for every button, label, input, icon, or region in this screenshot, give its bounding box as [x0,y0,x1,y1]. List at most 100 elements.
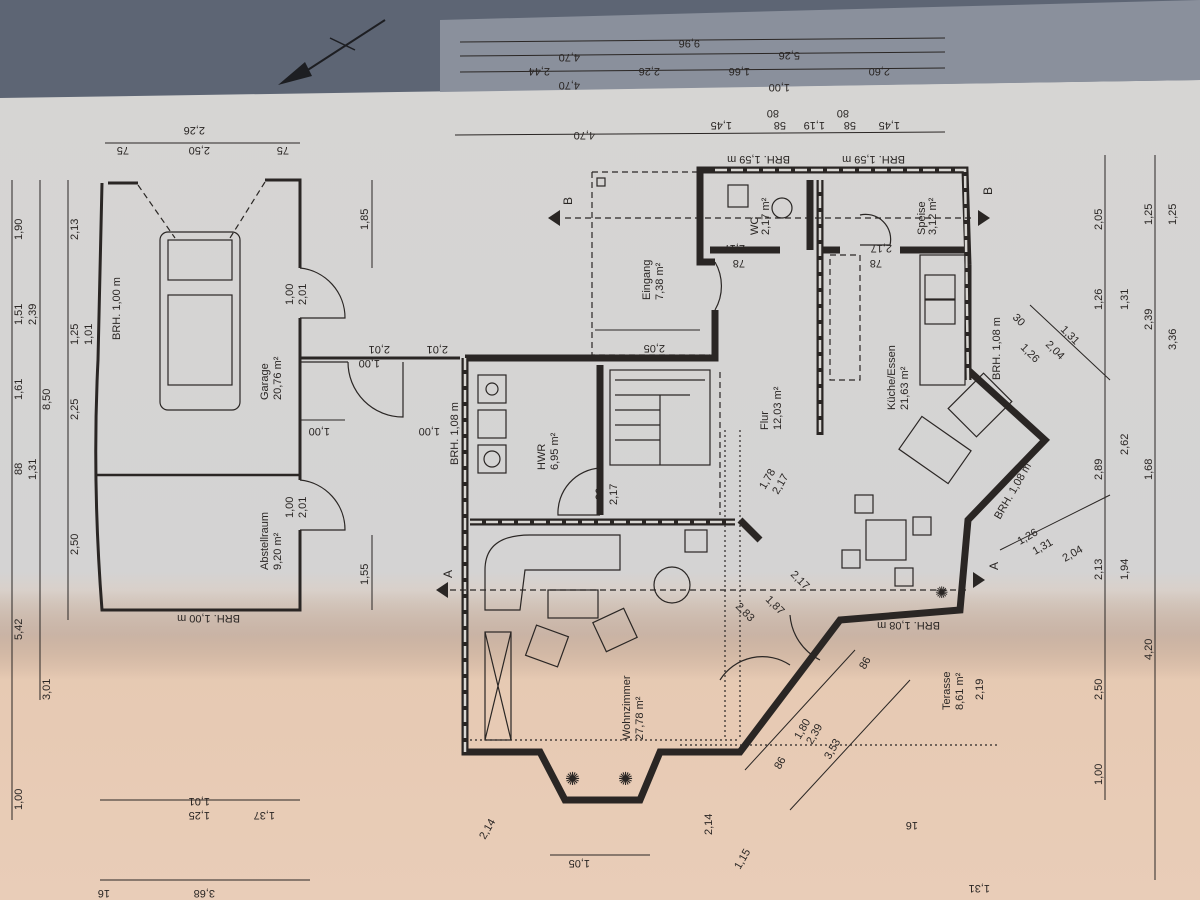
dim-label: 3,36 [1167,329,1179,350]
dim-label: 2,17 [608,484,620,505]
chair-icon [912,516,932,536]
brh-label: BRH. 1,08 m [991,317,1003,380]
car-hood [167,239,233,281]
dim-label: 2,60 [869,65,890,77]
room-wohnzimmer: Wohnzimmer 27,78 m² [621,675,646,740]
hwr-fixtures [477,374,601,516]
dim-label: 2,62 [1119,434,1131,455]
dim-label: 4,70 [559,51,580,63]
chair-icon [841,549,861,569]
dim-label: 1,31 [27,459,39,480]
dim-label: 2,14 [703,814,715,835]
chair-icon [894,567,914,587]
section-arrow-icon [973,572,985,588]
garage-door-swing [299,267,346,319]
dim-label: 1,00 [419,425,440,437]
room-labels: Garage 20,76 m² Abstellraum 9,20 m² Eing… [259,197,966,740]
car-icon [159,231,241,411]
dim-label: 2,50 [69,534,81,555]
top-dimension-lines [105,37,946,144]
plant-icon: ✺ [935,585,948,602]
brh-label: BRH. 1,00 m [111,277,123,340]
bottom-dimension-lines [100,799,650,881]
dim-label: 1,94 [1119,559,1131,580]
brh-label: BRH. 1,08 m [449,402,461,465]
dim-label: 2,89 [1093,459,1105,480]
terrace-door-swing [789,614,821,661]
dim-label: 2,19 [974,679,986,700]
dim-label: 1,51 [13,304,25,325]
svg-text:7,38 m²: 7,38 m² [654,262,666,300]
dim-label: 78 [733,257,745,269]
kitchen-island [898,415,972,485]
svg-text:Flur: Flur [759,411,771,430]
dim-label: 86 [857,655,874,672]
garage-passage [300,356,460,421]
cabinet-icon [484,631,512,741]
dim-label: 1,05 [569,857,590,869]
dim-label: 1,01 [189,795,210,807]
dim-label: 2,50 [1093,679,1105,700]
washer-icon [477,374,507,404]
room-wc: WC 2,17 m² [749,197,772,235]
dim-label: 90 [594,488,606,500]
dim-label: 3,68 [194,887,215,899]
kitchen-sink-icon [924,274,956,300]
dim-label: 1,90 [13,219,25,240]
dim-label: 1,00 [284,497,296,518]
toilet-icon [771,197,793,219]
dim-label: 1,00 [359,357,380,369]
storage-door-swing [299,479,346,531]
section-markers: B B A A [436,187,1001,598]
dim-label: 2,26 [184,124,205,136]
stairs [609,369,721,515]
dim-label: 80 [767,107,779,119]
chair-icon [854,494,874,514]
dim-label: 2,01 [297,284,309,305]
room-flur: Flur 12,03 m² [759,386,784,430]
dim-label: 1,45 [879,119,900,131]
dim-label: 4,70 [574,129,595,141]
armchair-icon [592,607,638,653]
right-dimension-lines [1104,155,1156,880]
dim-label: 2,01 [297,497,309,518]
hwr-door-swing [557,467,601,516]
dim-label: 1,00 [769,81,790,93]
car-roof [167,294,233,386]
dim-label: 1,00 [13,789,25,810]
section-label: A [987,562,1001,570]
house-walls [461,166,1051,804]
room-hwr: HWR 6,95 m² [536,432,561,470]
svg-text:6,95 m²: 6,95 m² [549,432,561,470]
dim-label: 1,01 [83,324,95,345]
dining-table [865,519,907,561]
dim-label: 1,00 [1093,764,1105,785]
dim-label: 1,25 [189,809,210,821]
garage-building [94,178,373,612]
svg-text:12,03 m²: 12,03 m² [772,386,784,430]
dim-label: 2,44 [529,65,550,77]
svg-text:HWR: HWR [536,444,548,470]
kitchen-fixtures: ✺ [829,254,1013,602]
terrace-door-swing [719,656,791,681]
dim-label: 4,20 [1143,639,1155,660]
entrance-door-swing [714,261,722,311]
room-eingang: Eingang 7,38 m² [641,260,666,300]
section-arrow-icon [436,582,448,598]
dim-label: 86 [772,755,789,772]
speaker-icon [684,529,708,553]
lamp-icon [653,566,691,604]
room-garage: Garage 20,76 m² [259,356,284,400]
dim-label: 2,17 [871,242,892,254]
dim-label: 2,26 [639,65,660,77]
room-speise: Speise 3,12 m² [916,197,939,235]
dim-label: 75 [117,144,129,156]
dim-label: 2,05 [1093,209,1105,230]
dim-label: 2,50 [189,144,210,156]
svg-text:20,76 m²: 20,76 m² [272,356,284,400]
brh-label: BRH. 1,00 m [177,612,240,624]
dim-label: 5,42 [13,619,25,640]
kitchen-counter [919,254,966,386]
dim-label: 8,50 [41,389,53,410]
